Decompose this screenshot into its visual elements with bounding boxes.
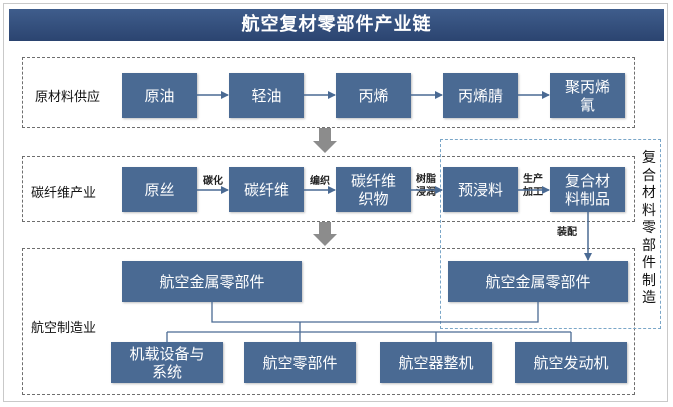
edge-label-produce: 生产加工 xyxy=(523,174,543,198)
composite-section xyxy=(440,139,661,329)
figure-frame xyxy=(3,3,668,402)
flow-arrow-raw-to-carbon xyxy=(313,128,337,153)
propylene-node: 丙烯 xyxy=(336,73,411,118)
acrylonitrile-node: 丙烯腈 xyxy=(443,73,518,118)
metal-parts-right-node: 航空金属零部件 xyxy=(448,261,628,302)
metal-parts-left-node: 航空金属零部件 xyxy=(122,261,302,302)
carbon-fabric-node: 碳纤维织物 xyxy=(336,167,411,212)
page-title: 航空复材零部件产业链 xyxy=(9,9,664,41)
edge-label-weave: 编织 xyxy=(310,176,330,187)
edge-label-resin-impregnate: 树脂浸润 xyxy=(416,174,436,198)
composite-section-label: 复合材料零部件制造 xyxy=(642,150,656,306)
crude-oil-node: 原油 xyxy=(122,73,197,118)
flow-arrow-carbon-to-aviation xyxy=(313,222,337,246)
aero-engine-node: 航空发动机 xyxy=(515,342,627,383)
aviation-label: 航空制造业 xyxy=(31,321,97,336)
carbon-fiber-section xyxy=(22,156,635,222)
polyacrylonitrile-node: 聚丙烯氰 xyxy=(550,73,625,118)
carbon-fiber-node: 碳纤维 xyxy=(229,167,304,212)
airborne-systems-node: 机载设备与系统 xyxy=(111,342,223,383)
aircraft-node: 航空器整机 xyxy=(380,342,492,383)
distribute-line xyxy=(166,322,572,342)
edge-label-assemble: 装配 xyxy=(557,227,577,238)
prepreg-node: 预浸料 xyxy=(443,167,518,212)
precursor-node: 原丝 xyxy=(122,167,197,212)
light-oil-node: 轻油 xyxy=(229,73,304,118)
raw-material-section xyxy=(22,57,635,128)
raw-material-label: 原材料供应 xyxy=(35,90,101,105)
edge-label-carbonize: 碳化 xyxy=(203,176,223,187)
merge-line xyxy=(211,302,539,323)
aviation-parts-node: 航空零部件 xyxy=(244,342,356,383)
carbon-fiber-label: 碳纤维产业 xyxy=(31,186,97,201)
composite-product-node: 复合材料制品 xyxy=(550,167,625,212)
aviation-section xyxy=(22,248,635,395)
